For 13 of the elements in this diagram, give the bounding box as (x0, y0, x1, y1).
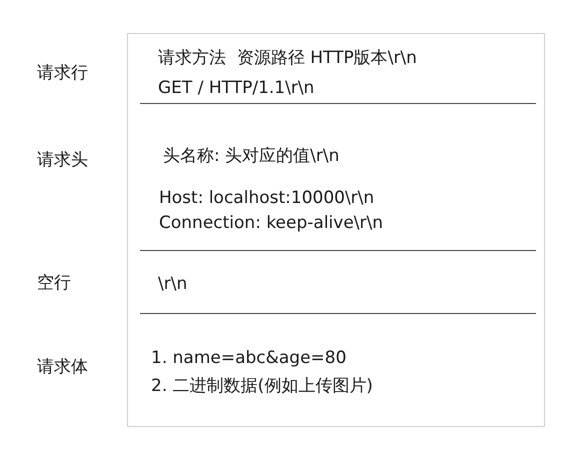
section-text: 请求方法 资源路径 HTTP版本\r\n (158, 47, 417, 70)
section-label: 请求体 (37, 356, 88, 379)
frame-box (127, 33, 545, 427)
section-label: 请求头 (37, 149, 88, 172)
section-text: 头名称: 头对应的值\r\n (163, 145, 340, 168)
section-text: 2. 二进制数据(例如上传图片) (151, 375, 373, 398)
section-text: Connection: keep-alive\r\n (159, 212, 384, 235)
section-text: Host: localhost:10000\r\n (159, 187, 374, 210)
section-label: 空行 (37, 272, 71, 295)
section-text: \r\n (158, 273, 188, 296)
section-label: 请求行 (37, 62, 88, 85)
section-text: 1. name=abc&age=80 (151, 347, 346, 370)
section-text: GET / HTTP/1.1\r\n (158, 77, 314, 100)
